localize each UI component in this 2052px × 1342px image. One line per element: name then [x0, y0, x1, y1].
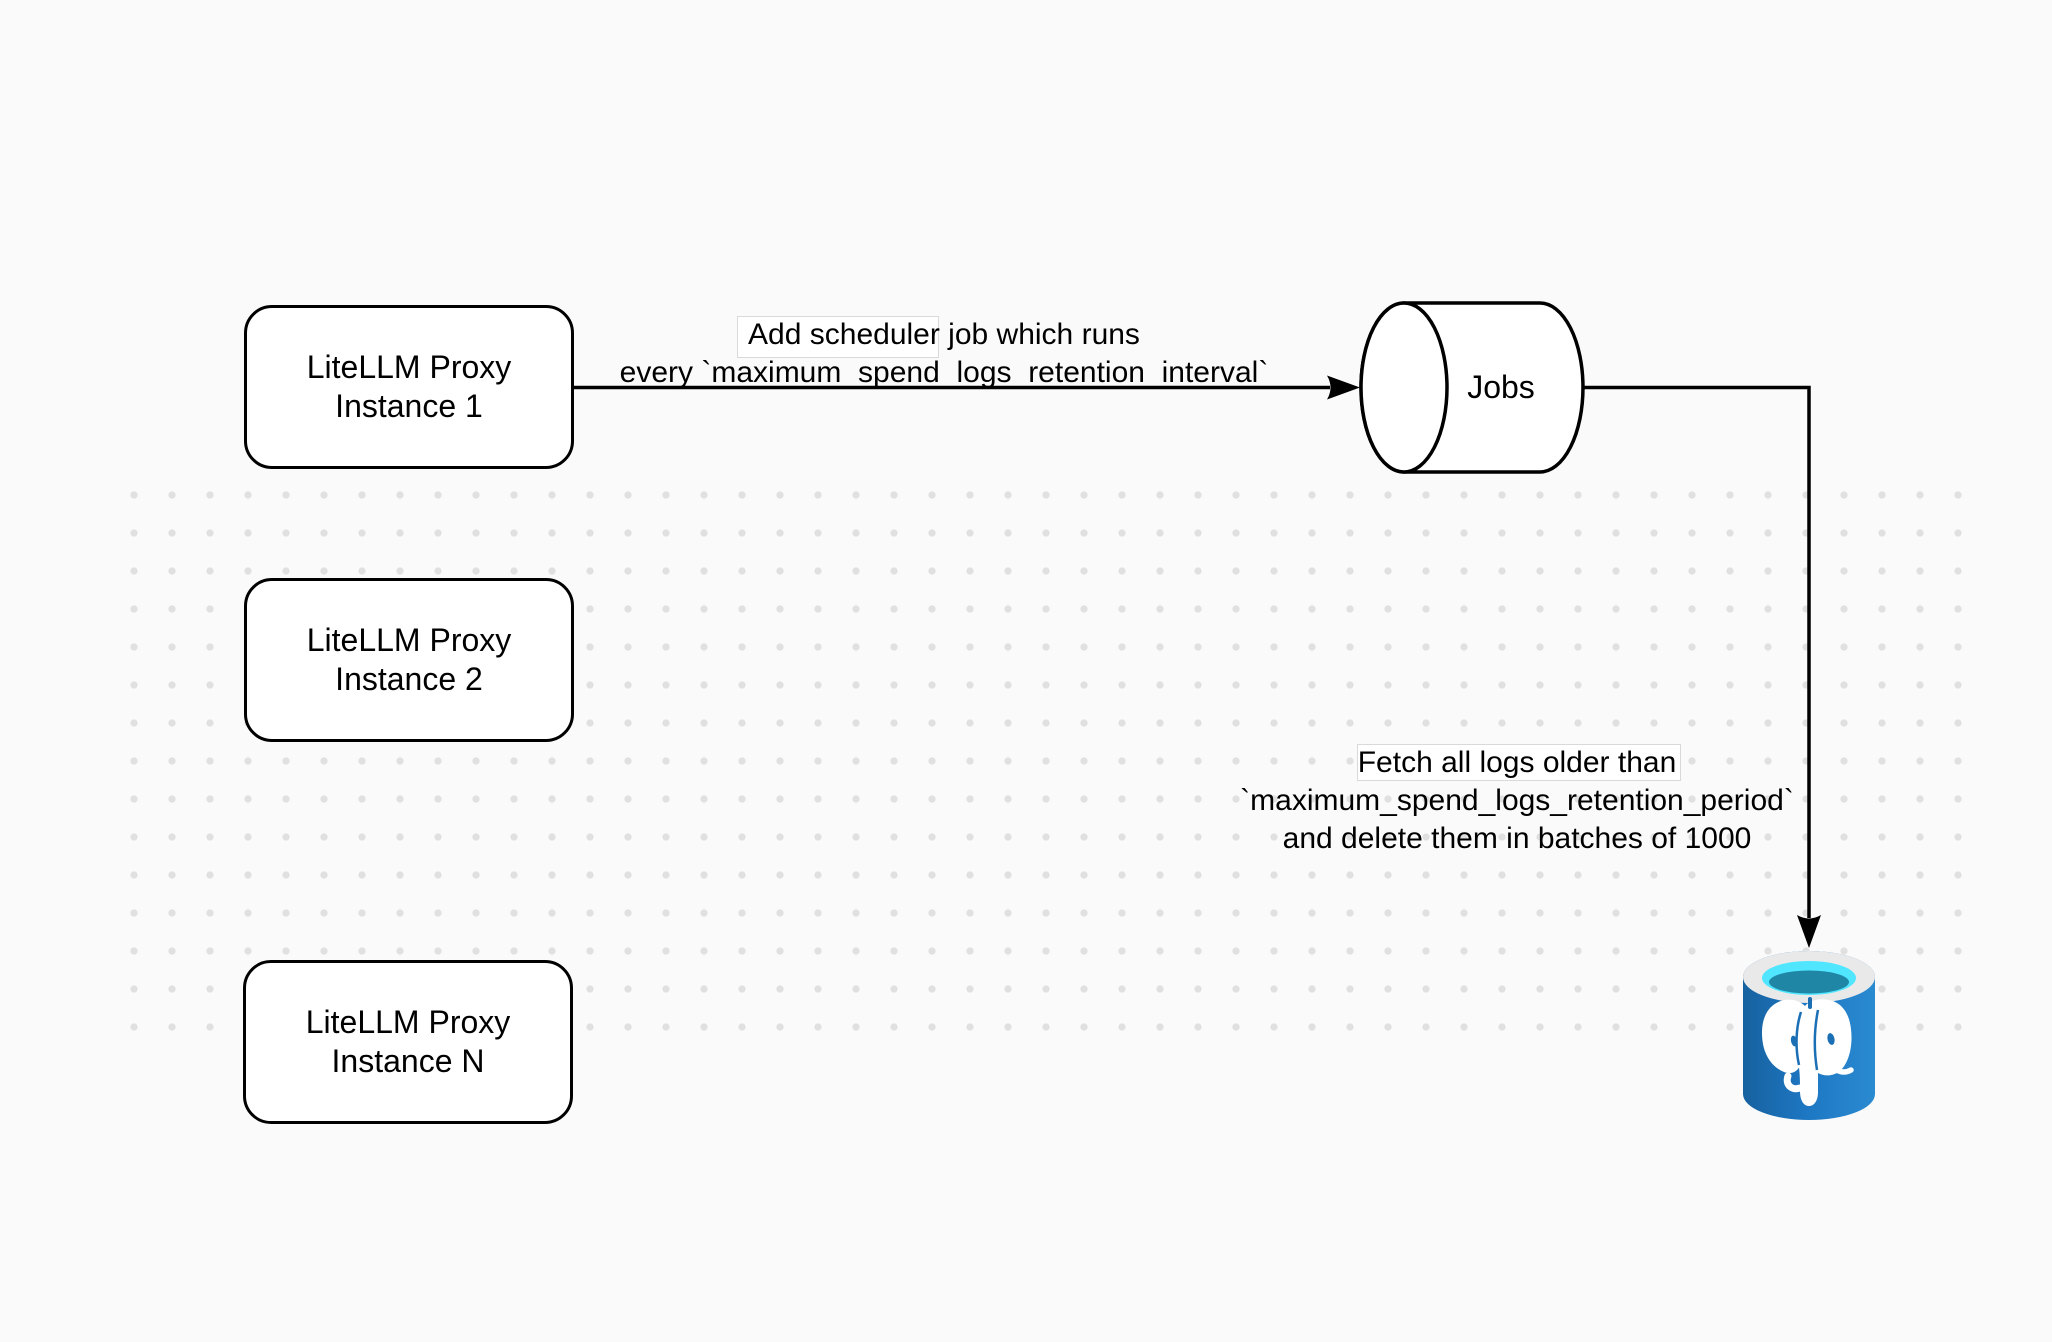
edge-label-line: Add scheduler job which runs [748, 318, 1140, 351]
arrow-down-icon [1797, 915, 1821, 948]
node-label-line: LiteLLM Proxy [305, 1004, 511, 1040]
edge-label-background [737, 316, 939, 358]
node-litellm-proxy-instance-1: LiteLLM Proxy Instance 1 [244, 305, 574, 469]
edge-label-fetch-logs: Fetch all logs older than `maximum_spend… [1187, 744, 1847, 858]
node-litellm-proxy-instance-n: LiteLLM Proxy Instance N [243, 960, 573, 1124]
edge-label-line: `maximum_spend_logs_retention_period` [1240, 784, 1794, 817]
postgresql-database-icon [1743, 951, 1875, 1120]
node-label-line: LiteLLM Proxy [306, 622, 512, 658]
edge-label-line: Fetch all logs older than [1357, 746, 1677, 779]
postgres-elephant-icon [1762, 997, 1854, 1106]
node-label-line: Instance N [331, 1043, 485, 1079]
elephant-eye [1827, 1033, 1835, 1045]
edge-fetch-line [1583, 385, 1811, 918]
edge-label-line: every `maximum_spend_logs_retention_inte… [619, 356, 1269, 389]
node-label-line: Instance 1 [335, 388, 483, 424]
database-opening-depth [1769, 970, 1849, 994]
node-label-line: LiteLLM Proxy [306, 349, 512, 385]
jobs-queue-cylinder [1359, 301, 1585, 474]
arrow-right-icon [1327, 375, 1360, 400]
node-label-line: Instance 2 [335, 661, 483, 697]
edge-label-line: and delete them in batches of 1000 [1282, 822, 1752, 855]
node-litellm-proxy-instance-2: LiteLLM Proxy Instance 2 [244, 578, 574, 742]
jobs-queue-label: Jobs [1467, 369, 1535, 405]
elephant-eye [1790, 1035, 1798, 1047]
edge-label-background [1357, 744, 1681, 781]
edge-label-add-scheduler-job: Add scheduler job which runs every `maxi… [614, 316, 1274, 392]
cylinder-cap [1359, 301, 1449, 474]
